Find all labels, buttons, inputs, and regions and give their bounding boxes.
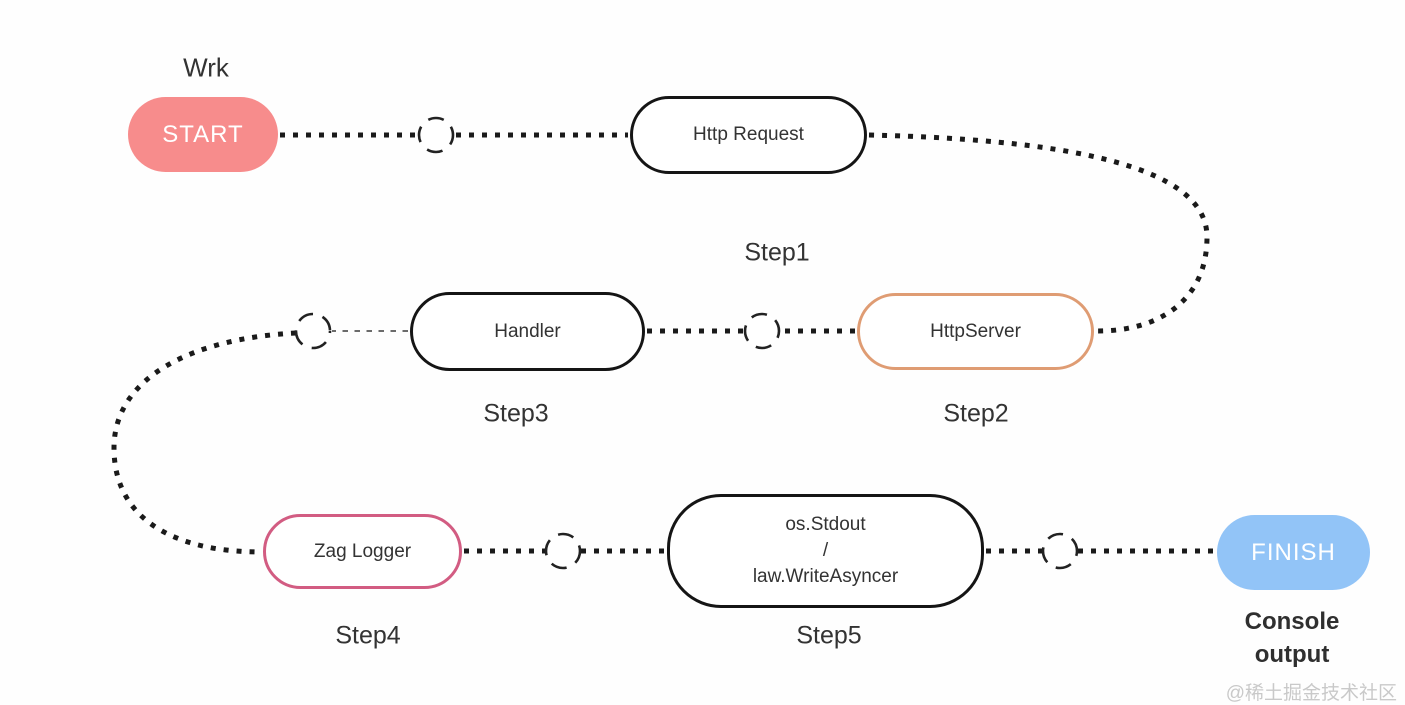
- start-node-label: START: [162, 120, 244, 148]
- stdout-node-line3: law.WriteAsyncer: [752, 566, 899, 587]
- hook-circle-3: [743, 312, 781, 350]
- step3-label: Step3: [483, 399, 549, 428]
- handler-node-label: Handler: [494, 320, 561, 342]
- watermark-text: @稀土掘金技术社区: [1225, 683, 1397, 704]
- console-output-label: Console output: [1245, 605, 1340, 671]
- step2-label: Step2: [943, 399, 1009, 428]
- start-node: START: [128, 97, 278, 172]
- handler-node: Handler: [410, 292, 645, 371]
- http-request-node: Http Request: [630, 96, 867, 174]
- http-server-node: HttpServer: [857, 293, 1094, 370]
- console-output-line2: output: [1254, 641, 1330, 668]
- hook-circle-5: [1041, 532, 1079, 570]
- hook-circle-1: [417, 116, 455, 154]
- hook-circle-4: [544, 532, 582, 570]
- console-output-line1: Console: [1244, 608, 1340, 635]
- hook-circle-2: [294, 312, 332, 350]
- stdout-node-line2: /: [822, 540, 829, 561]
- stdout-writeasyncer-node: os.Stdout / law.WriteAsyncer: [667, 494, 984, 608]
- zag-logger-node: Zag Logger: [263, 514, 462, 589]
- step1-label: Step1: [744, 238, 810, 267]
- finish-node: FINISH: [1217, 515, 1370, 590]
- step4-label: Step4: [335, 621, 401, 650]
- step5-label: Step5: [796, 621, 862, 650]
- connector-curve-hook2-to-zag-logger: [111, 330, 297, 555]
- zag-logger-node-label: Zag Logger: [313, 540, 412, 562]
- http-request-node-label: Http Request: [693, 124, 804, 145]
- http-server-node-label: HttpServer: [930, 320, 1021, 342]
- stdout-node-line1: os.Stdout: [785, 514, 866, 535]
- finish-node-label: FINISH: [1251, 538, 1336, 566]
- wrk-label: Wrk: [183, 52, 229, 83]
